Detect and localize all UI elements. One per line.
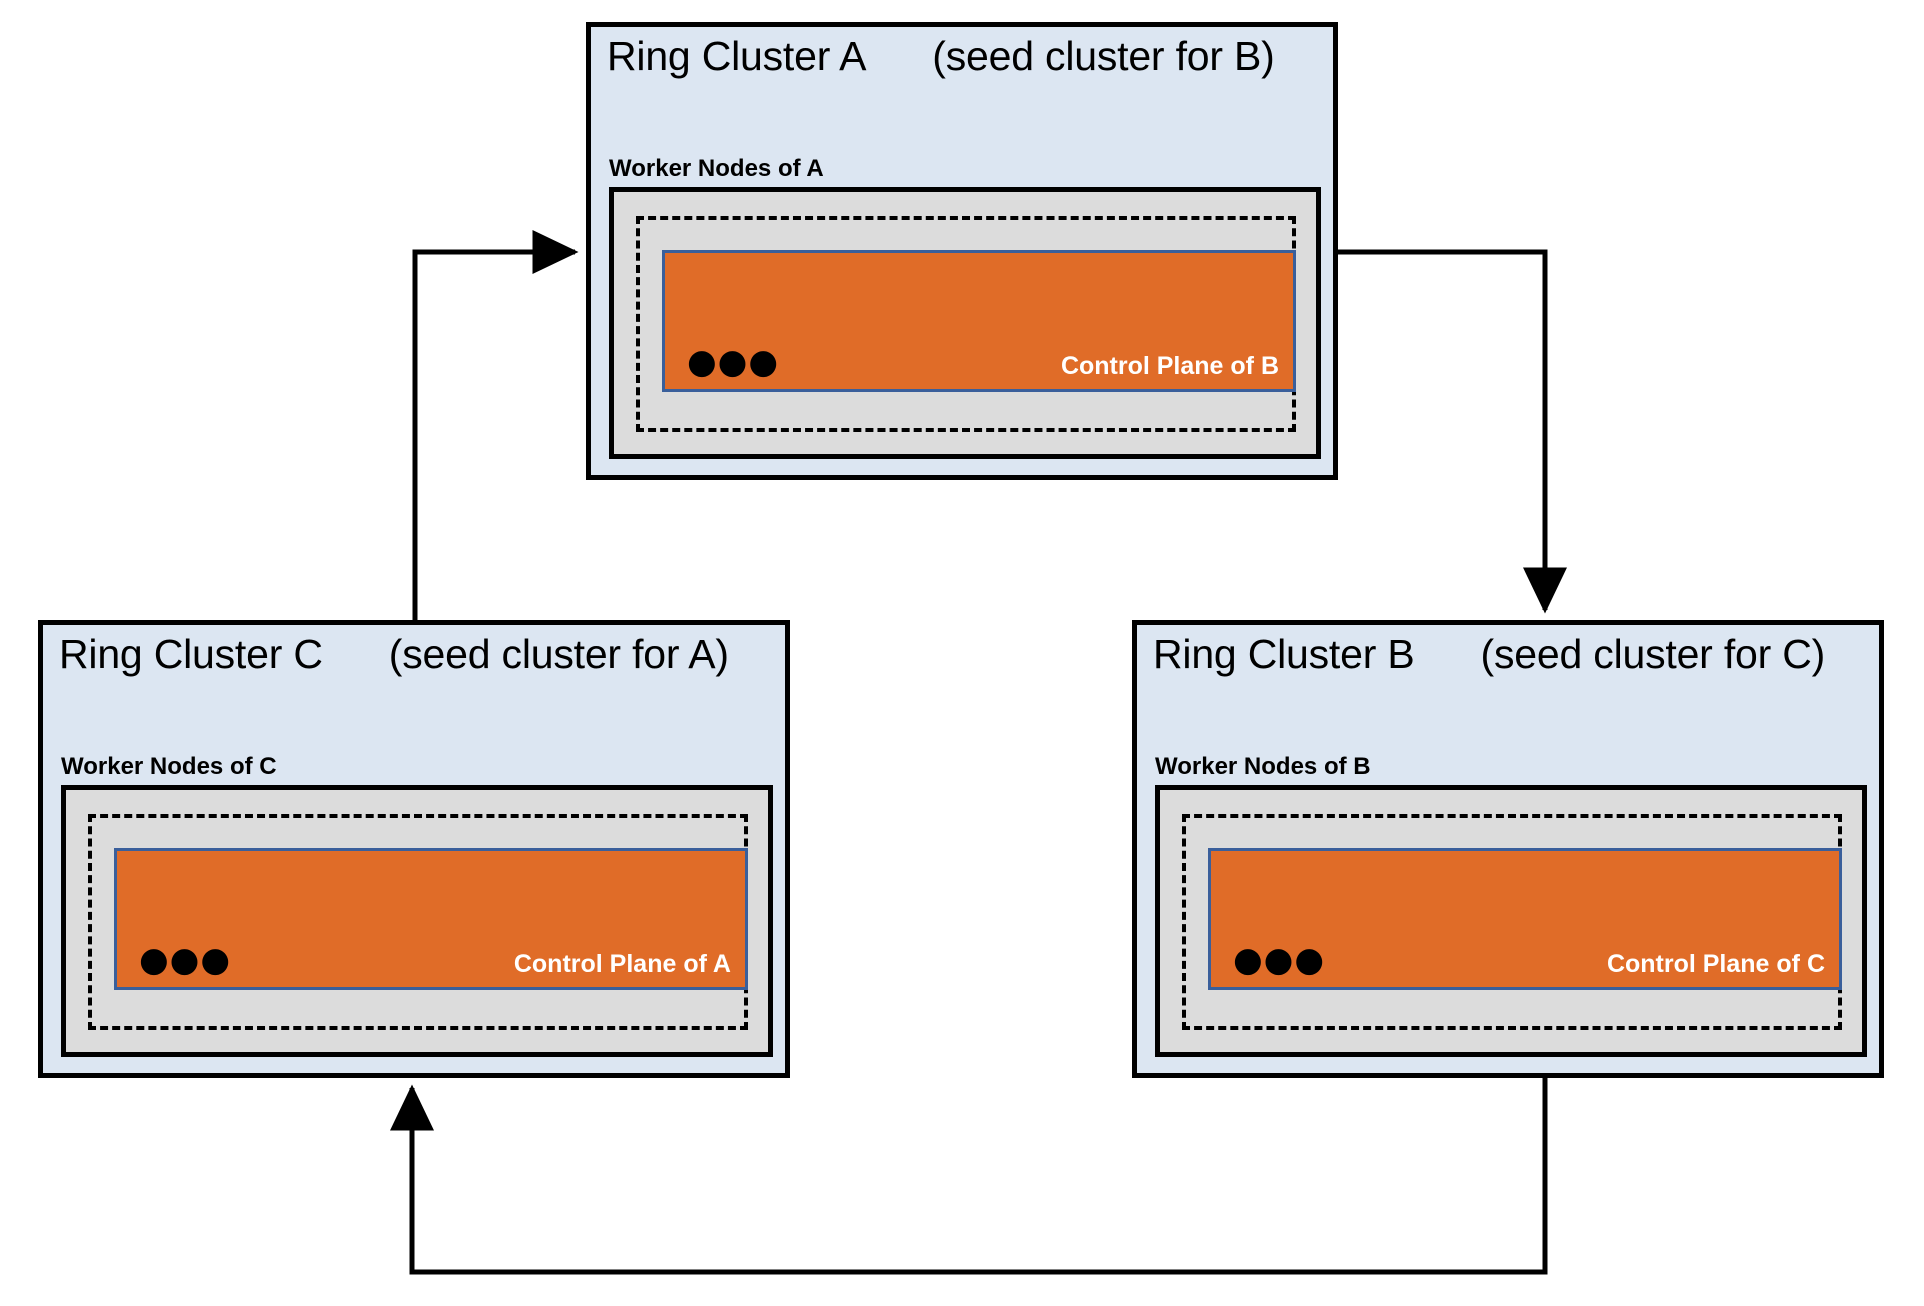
- cluster-b-worker-label: Worker Nodes of B: [1155, 753, 1371, 780]
- cluster-a-dashed-boundary: ●●● Control Plane of B: [636, 216, 1296, 432]
- cluster-c-control-plane-label: Control Plane of A: [513, 950, 731, 978]
- cluster-c-worker-box: ●●● Control Plane of A: [61, 785, 773, 1057]
- cluster-a-worker-label: Worker Nodes of A: [609, 155, 824, 182]
- cluster-a-worker-box: ●●● Control Plane of B: [609, 187, 1321, 459]
- cluster-b[interactable]: Ring Cluster B (seed cluster for C) Worke…: [1132, 620, 1884, 1078]
- cluster-b-title: Ring Cluster B (seed cluster for C): [1153, 631, 1825, 678]
- cluster-b-control-plane[interactable]: ●●● Control Plane of C: [1208, 848, 1842, 990]
- cluster-c-ellipsis-dots: ●●●: [139, 940, 232, 980]
- cluster-a[interactable]: Ring Cluster A (seed cluster for B) Worke…: [586, 22, 1338, 480]
- cluster-a-ellipsis-dots: ●●●: [687, 342, 780, 382]
- cluster-a-title: Ring Cluster A (seed cluster for B): [607, 33, 1275, 80]
- cluster-a-control-plane-label: Control Plane of B: [1060, 352, 1279, 380]
- arrow-a-to-b: [1338, 249, 1567, 614]
- arrow-c-to-a: [412, 230, 579, 700]
- cluster-c-seed-note: (seed cluster for A): [388, 631, 729, 677]
- cluster-a-control-plane[interactable]: ●●● Control Plane of B: [662, 250, 1296, 392]
- cluster-b-control-plane-label: Control Plane of C: [1606, 950, 1825, 978]
- cluster-b-worker-box: ●●● Control Plane of C: [1155, 785, 1867, 1057]
- cluster-c-worker-label: Worker Nodes of C: [61, 753, 277, 780]
- cluster-c-control-plane[interactable]: ●●● Control Plane of A: [114, 848, 748, 990]
- cluster-c-title-text: Ring Cluster C: [59, 631, 323, 677]
- arrow-b-to-c: [390, 1078, 1548, 1275]
- cluster-b-title-text: Ring Cluster B: [1153, 631, 1415, 677]
- cluster-a-seed-note: (seed cluster for B): [932, 33, 1275, 79]
- cluster-c-title: Ring Cluster C (seed cluster for A): [59, 631, 729, 678]
- cluster-c-dashed-boundary: ●●● Control Plane of A: [88, 814, 748, 1030]
- cluster-b-ellipsis-dots: ●●●: [1233, 940, 1326, 980]
- cluster-a-title-text: Ring Cluster A: [607, 33, 867, 79]
- cluster-b-seed-note: (seed cluster for C): [1480, 631, 1826, 677]
- cluster-c[interactable]: Ring Cluster C (seed cluster for A) Worke…: [38, 620, 790, 1078]
- cluster-b-dashed-boundary: ●●● Control Plane of C: [1182, 814, 1842, 1030]
